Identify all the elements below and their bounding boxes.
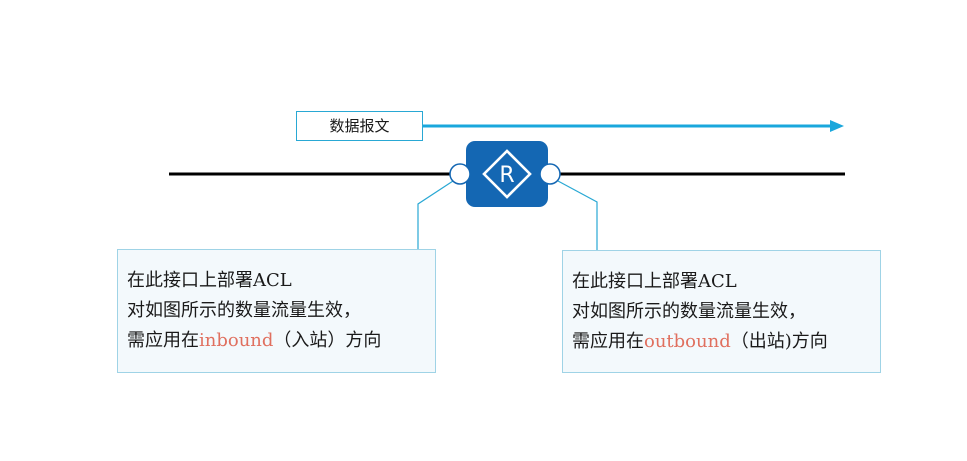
- inbound-callout: 在此接口上部署ACL 对如图所示的数量流量生效， 需应用在inbound（入站）…: [117, 249, 436, 373]
- inbound-interface-port: [449, 163, 471, 185]
- packet-label: 数据报文: [296, 111, 423, 141]
- outbound-line-2: 对如图所示的数量流量生效，: [572, 301, 806, 322]
- inbound-leader-line: [417, 180, 454, 249]
- outbound-interface-port: [539, 163, 561, 185]
- outbound-callout: 在此接口上部署ACL 对如图所示的数量流量生效， 需应用在outbound（出站…: [562, 250, 881, 373]
- outbound-line-3-prefix: 需应用在: [572, 331, 644, 352]
- outbound-line-1: 在此接口上部署ACL: [572, 271, 737, 292]
- router-icon: R: [466, 141, 548, 207]
- outbound-leader-line: [557, 180, 598, 250]
- packet-flow-arrow-head: [830, 120, 844, 132]
- inbound-line-3-suffix: （入站）方向: [273, 330, 382, 351]
- inbound-line-3-prefix: 需应用在: [127, 330, 199, 351]
- outbound-line-3: 需应用在outbound（出站)方向: [572, 327, 880, 357]
- inbound-line-3: 需应用在inbound（入站）方向: [127, 326, 435, 356]
- inbound-line-2: 对如图所示的数量流量生效，: [127, 300, 361, 321]
- inbound-line-1: 在此接口上部署ACL: [127, 270, 292, 291]
- outbound-line-3-suffix: （出站)方向: [730, 331, 828, 352]
- router-letter: R: [499, 163, 514, 188]
- inbound-keyword: inbound: [199, 330, 274, 351]
- outbound-keyword: outbound: [644, 331, 731, 352]
